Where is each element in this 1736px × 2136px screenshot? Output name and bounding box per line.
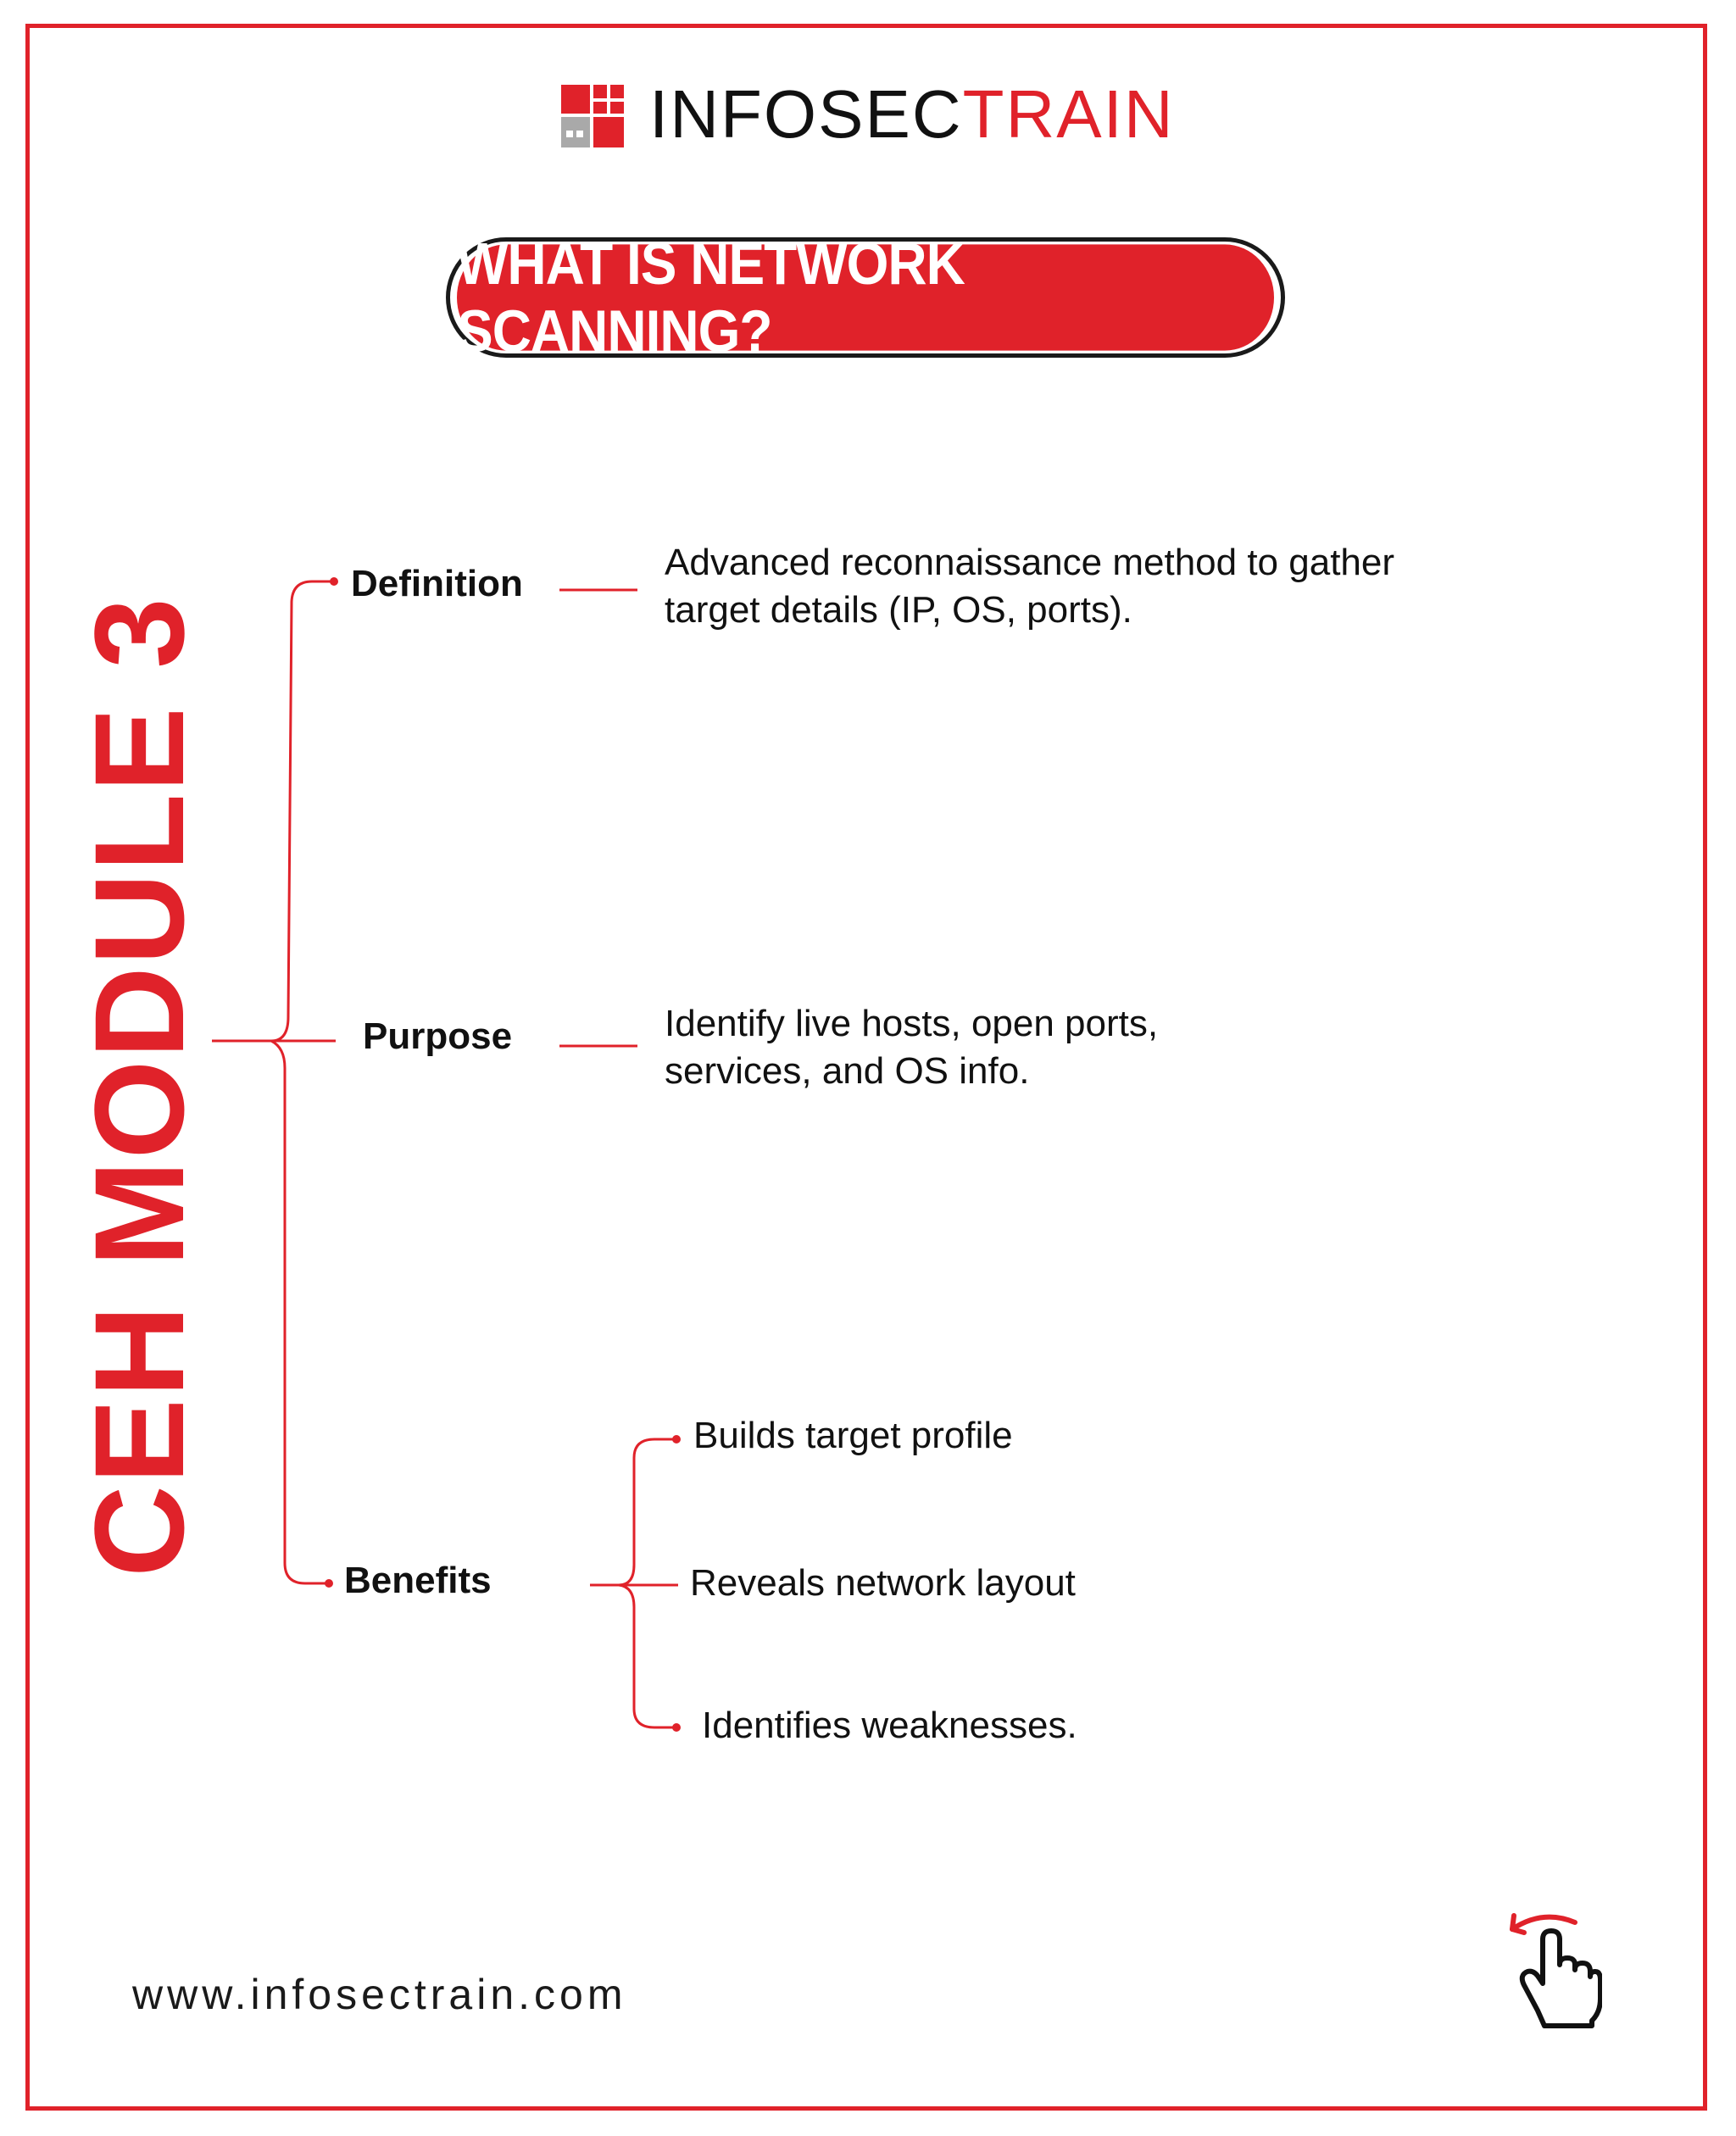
benefit-item: Identifies weaknesses. <box>702 1705 1077 1746</box>
footer-url[interactable]: www.infosectrain.com <box>132 1971 627 2018</box>
logo-wordmark-part1: INFOSEC <box>649 76 963 152</box>
benefits-label: Benefits <box>344 1560 492 1601</box>
swipe-hand-icon[interactable] <box>1500 1911 1602 2029</box>
main-bracket <box>212 577 338 1588</box>
logo-wordmark-part2: TRAIN <box>962 76 1175 152</box>
page-frame <box>25 24 1707 2111</box>
definition-text-line-2: target details (IP, OS, ports). <box>665 589 1132 631</box>
purpose-text-line-2: services, and OS info. <box>665 1050 1030 1092</box>
definition-label: Definition <box>351 563 523 604</box>
definition-text: Advanced reconnaissance method to gather… <box>665 539 1394 634</box>
benefit-item: Builds target profile <box>693 1415 1013 1456</box>
logo-wordmark: INFOSECTRAIN <box>649 81 1175 148</box>
logo-mark-icon <box>561 85 624 147</box>
purpose-text-line-1: Identify live hosts, open ports, <box>665 1003 1159 1044</box>
benefit-item: Reveals network layout <box>690 1562 1076 1604</box>
purpose-label: Purpose <box>363 1015 513 1057</box>
page-title: WHAT IS NETWORK SCANNING? <box>457 231 1274 364</box>
definition-text-line-1: Advanced reconnaissance method to gather <box>665 542 1395 583</box>
infosectrain-logo: INFOSECTRAIN <box>561 81 1188 148</box>
title-banner: WHAT IS NETWORK SCANNING? <box>446 231 1285 364</box>
benefits-bracket <box>590 1435 681 1732</box>
purpose-text: Identify live hosts, open ports, service… <box>665 1000 1158 1095</box>
